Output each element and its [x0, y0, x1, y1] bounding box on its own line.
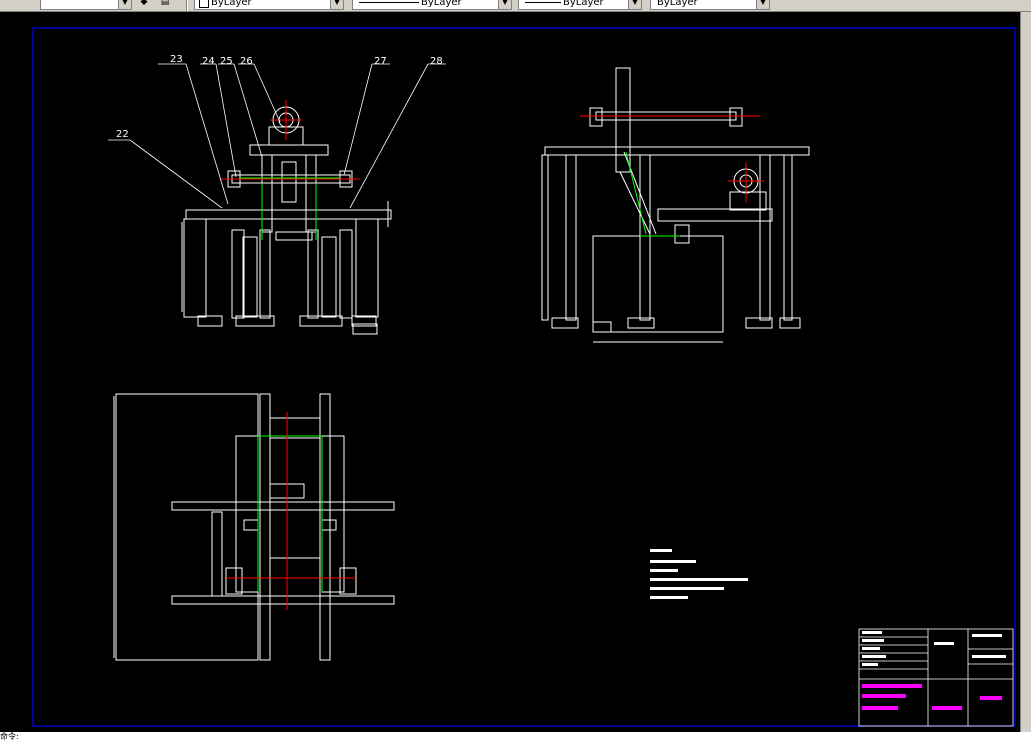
- chevron-down-icon[interactable]: ▼: [498, 0, 511, 9]
- side-view: [541, 67, 810, 343]
- linetype-dropdown[interactable]: ByLayer ▼: [352, 0, 512, 10]
- chevron-down-icon[interactable]: ▼: [756, 0, 769, 9]
- layer-dropdown[interactable]: ▼: [40, 0, 132, 10]
- linetype-preview: [359, 2, 419, 3]
- color-value: ByLayer: [211, 0, 252, 8]
- leader-lines: [108, 63, 446, 209]
- toolbar-separator: [186, 0, 188, 11]
- side-center-lines: [580, 115, 764, 202]
- drawing-svg: 22 23 24 25 26 27 28: [32, 27, 1016, 727]
- title-block: [858, 628, 1014, 727]
- side-hidden-lines: [625, 151, 680, 237]
- part-numbers: 22 23 24 25 26 27 28: [116, 54, 443, 140]
- part-label-28: 28: [430, 56, 443, 67]
- lineweight-preview: [525, 2, 561, 3]
- top-view: [113, 393, 395, 661]
- layer-previous-icon[interactable]: ◆: [140, 0, 148, 7]
- lineweight-value: ByLayer: [563, 0, 604, 8]
- chevron-down-icon[interactable]: ▼: [628, 0, 641, 9]
- lineweight-dropdown[interactable]: ByLayer ▼: [518, 0, 642, 10]
- part-label-27: 27: [374, 56, 387, 67]
- part-label-23: 23: [170, 54, 183, 65]
- plotstyle-dropdown[interactable]: ByLayer ▼: [650, 0, 770, 10]
- linetype-value: ByLayer: [421, 0, 462, 8]
- chevron-down-icon[interactable]: ▼: [330, 0, 343, 9]
- layer-states-icon[interactable]: ▤: [160, 0, 170, 7]
- part-label-22: 22: [116, 129, 129, 140]
- vertical-scrollbar[interactable]: [1020, 12, 1031, 732]
- chevron-down-icon[interactable]: ▼: [118, 0, 131, 9]
- top-center-lines: [226, 412, 356, 610]
- title-block-white-text: [862, 631, 1006, 666]
- technical-notes: [650, 549, 748, 599]
- drawing-canvas[interactable]: 22 23 24 25 26 27 28: [0, 12, 1020, 732]
- title-block-magenta-text: [862, 684, 1002, 710]
- color-swatch: [199, 0, 209, 8]
- part-label-24: 24: [202, 56, 215, 67]
- command-line[interactable]: 命令:: [0, 732, 1031, 742]
- drawing-border: [32, 27, 1016, 727]
- command-prompt: 命令:: [0, 732, 19, 741]
- properties-toolbar: ▼ ◆ ▤ ByLayer ▼ ByLayer ▼ ByLayer ▼ ByLa…: [0, 0, 1031, 12]
- plotstyle-value: ByLayer: [657, 0, 698, 8]
- part-label-26: 26: [240, 56, 253, 67]
- part-label-25: 25: [220, 56, 233, 67]
- top-hidden-lines: [257, 435, 323, 592]
- color-dropdown[interactable]: ByLayer ▼: [194, 0, 344, 10]
- front-hidden-lines: [240, 177, 340, 240]
- front-center-lines: [220, 100, 360, 180]
- front-view: [181, 106, 392, 335]
